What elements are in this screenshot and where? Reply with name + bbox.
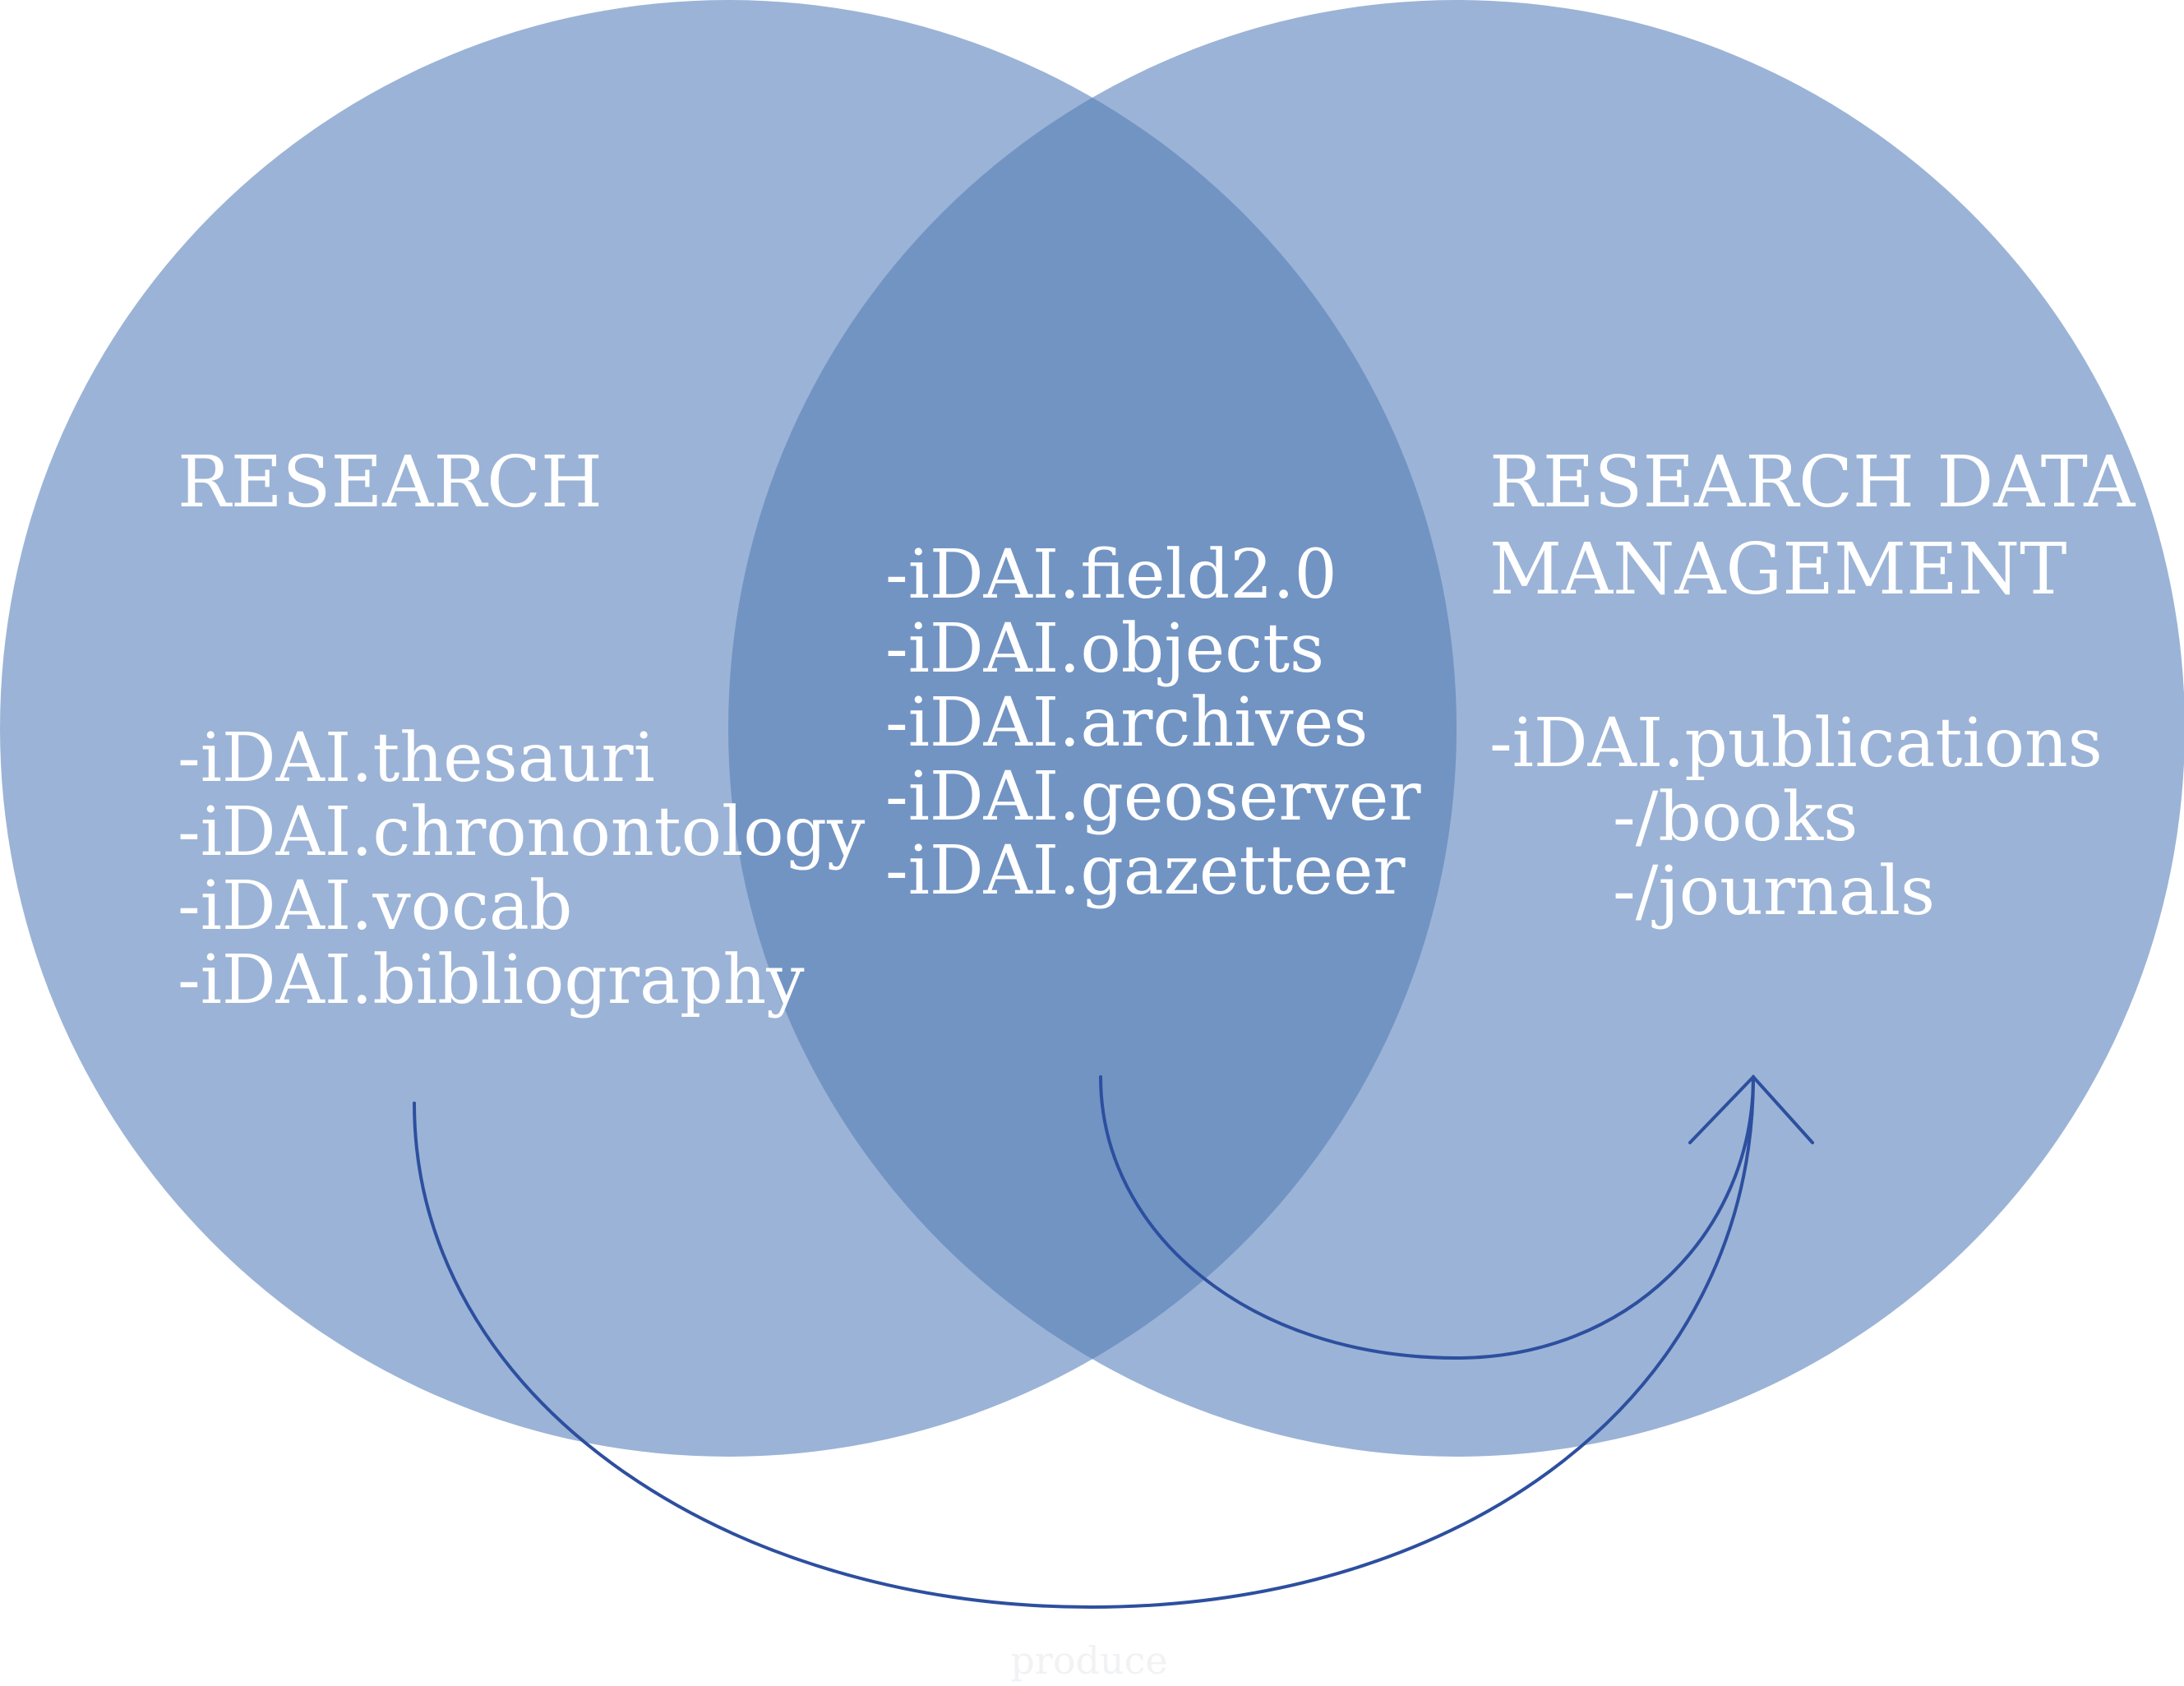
rdm-title-line: MANAGEMENT bbox=[1489, 529, 2066, 611]
research-item: -iDAI.vocab bbox=[178, 867, 572, 945]
inner-arrow-curve bbox=[1099, 1075, 1755, 1360]
outer-arrow-curve bbox=[413, 1075, 1755, 1610]
intersection-item: -iDAI.objects bbox=[885, 610, 1324, 688]
research-title: RESEARCH bbox=[178, 441, 603, 524]
intersection-item: -iDAI.field2.0 bbox=[885, 536, 1337, 614]
research-item: -iDAI.bibliography bbox=[178, 941, 805, 1019]
rdm-title-line: RESEARCH DATA bbox=[1489, 441, 2136, 524]
rdm-item: -iDAI.publications bbox=[1489, 704, 2103, 783]
intersection-item: -iDAI.archives bbox=[885, 684, 1368, 762]
research-item: -iDAI.thesauri bbox=[178, 719, 655, 797]
rdm-item: -/books bbox=[1613, 778, 1858, 857]
intersection-item: -iDAI.gazetteer bbox=[885, 832, 1406, 910]
arrow-head bbox=[1688, 1074, 1814, 1144]
rdm-item: -/journals bbox=[1613, 852, 1935, 931]
research-item: -iDAI.chronontology bbox=[178, 793, 866, 871]
intersection-region bbox=[728, 0, 1457, 1457]
arrow-label: produce bbox=[1010, 1638, 1167, 1683]
intersection-item: -iDAI.geoserver bbox=[885, 758, 1421, 836]
